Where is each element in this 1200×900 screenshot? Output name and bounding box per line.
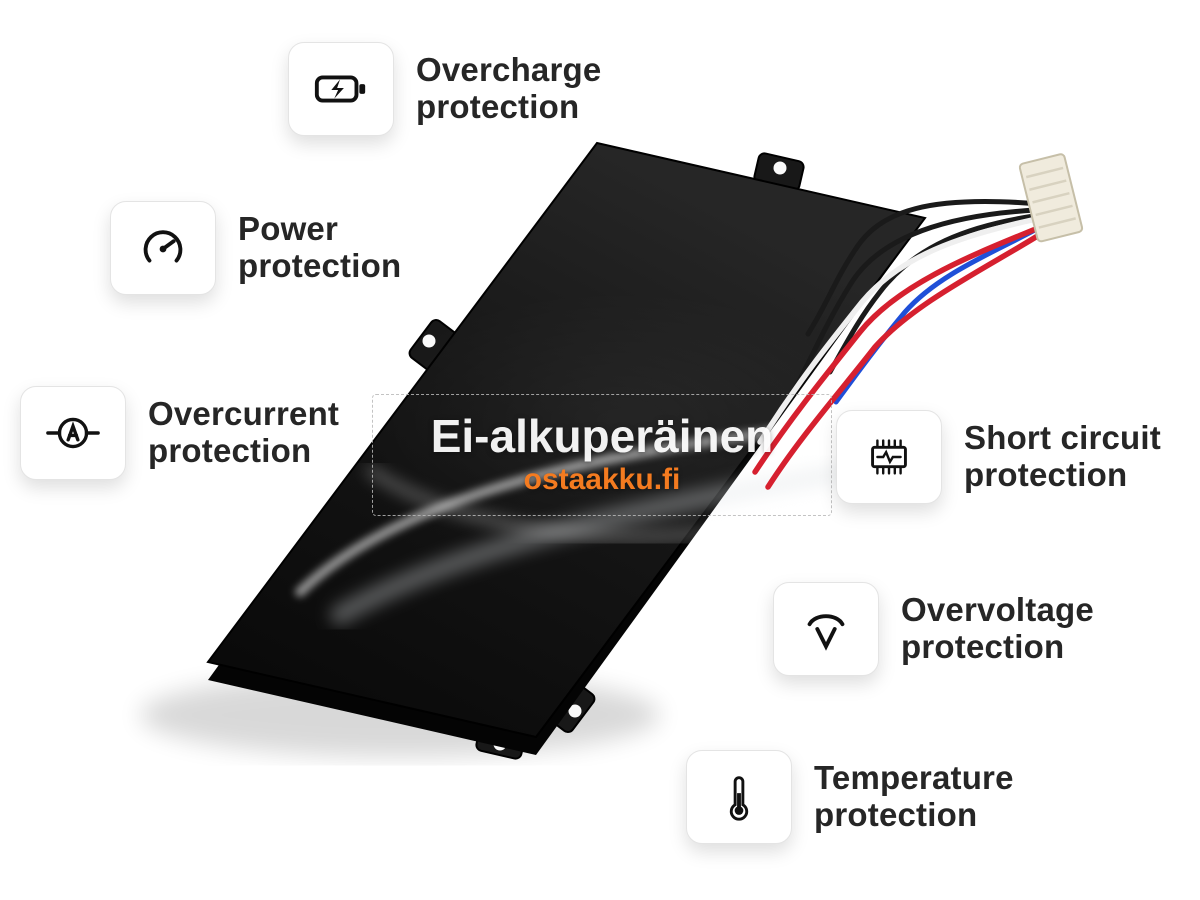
feature-label: Temperature protection [814,759,1014,834]
feature-line2: protection [238,247,402,284]
overcurrent-icon-box [20,386,126,480]
feature-label: Short circuit protection [964,419,1161,494]
feature-label: Overvoltage protection [901,591,1094,666]
feature-line2: protection [814,796,978,833]
callout-overcurrent: Overcurrent protection [20,386,339,480]
power-icon-box [110,201,216,295]
feature-line2: protection [964,456,1128,493]
feature-line2: protection [416,88,580,125]
feature-line1: Power [238,210,339,248]
feature-line1: Overvoltage [901,591,1094,629]
voltage-icon [807,614,845,651]
temperature-icon-box [686,750,792,844]
thermometer-icon [729,776,749,821]
battery-wires [752,198,1049,490]
feature-line1: Overcharge [416,51,602,89]
overcharge-icon-box [288,42,394,136]
callout-overvoltage: Overvoltage protection [773,582,1094,676]
chip-icon [871,439,907,475]
short-circuit-icon-box [836,410,942,504]
callout-overcharge: Overcharge protection [288,42,601,136]
callout-temperature: Temperature protection [686,750,1014,844]
feature-label: Power protection [238,210,402,285]
overvoltage-icon-box [773,582,879,676]
power-gauge-icon [143,230,183,263]
feature-line2: protection [148,432,312,469]
ammeter-icon [46,417,100,449]
feature-line1: Short circuit [964,419,1161,457]
feature-line1: Overcurrent [148,395,340,433]
wire-connector [1018,153,1084,243]
feature-line2: protection [901,628,1065,665]
feature-label: Overcharge protection [416,51,602,126]
feature-label: Overcurrent protection [148,395,340,470]
callout-short-circuit: Short circuit protection [836,410,1161,504]
battery-charge-icon [314,75,366,103]
light-swoosh [295,420,870,625]
feature-line1: Temperature [814,759,1014,797]
callout-power: Power protection [110,201,401,295]
